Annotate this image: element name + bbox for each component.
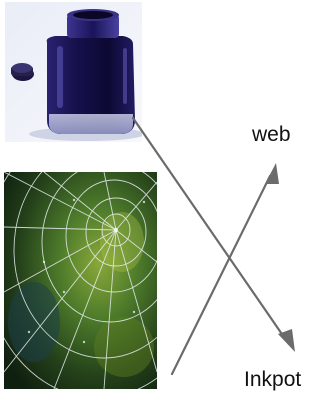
inkpot-image [5,2,142,142]
label-inkpot: Inkpot [244,369,301,390]
web-image [4,172,157,389]
ink-bottle-illustration [5,2,142,142]
label-web: web [252,124,291,145]
arrow-web-to-web-line [172,176,270,374]
spider-web-illustration [4,172,157,389]
arrowhead-inkpot [278,329,295,352]
arrowhead-web [265,163,279,184]
bottle-cap [11,63,34,81]
